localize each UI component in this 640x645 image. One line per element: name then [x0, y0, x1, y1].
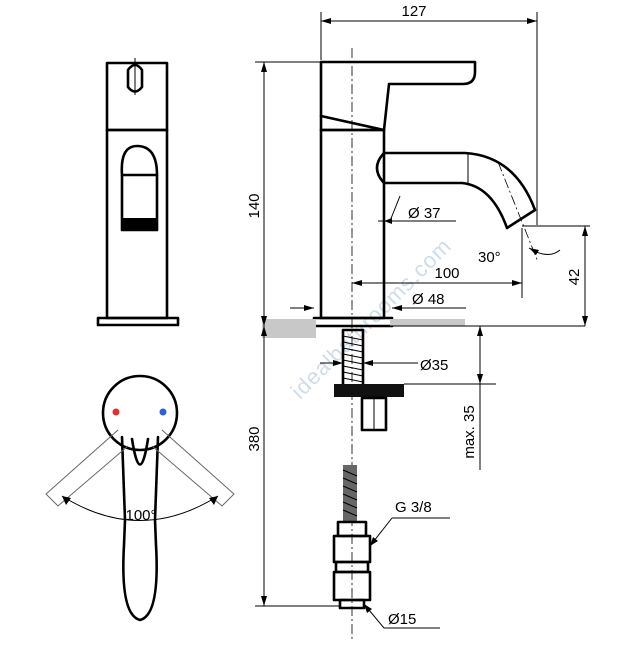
lever-left-position — [45, 429, 129, 507]
dimension-lines — [255, 12, 590, 629]
side-lever-joint — [319, 114, 386, 132]
deck-surface — [262, 319, 585, 338]
fixing-nut — [334, 384, 404, 397]
dim-d37-label: Ø 37 — [408, 205, 441, 222]
dim-d15-label: Ø15 — [388, 611, 416, 628]
front-lever-slot — [126, 63, 144, 93]
hot-indicator — [112, 408, 120, 416]
braided-hose — [343, 465, 357, 523]
dim-100-label: 100 — [434, 265, 459, 282]
cold-indicator — [159, 408, 167, 416]
lever-right-position — [151, 429, 235, 507]
front-spout-neck — [120, 144, 159, 177]
side-lever — [319, 60, 477, 132]
front-aerator — [122, 218, 157, 230]
top-body-circle — [101, 374, 179, 452]
top-lever-slot — [130, 437, 150, 466]
top-spout-outline — [120, 435, 160, 622]
connector-tail — [338, 598, 366, 610]
dim-380-label: 380 — [246, 426, 263, 451]
front-view — [96, 58, 180, 327]
dim-d35-label: Ø35 — [420, 357, 448, 374]
side-spout-collar — [375, 151, 386, 185]
deck-right — [390, 319, 465, 326]
side-view — [312, 48, 539, 640]
rotation-arrow-left — [62, 496, 71, 505]
hose-braid — [342, 469, 358, 517]
deck-left — [262, 319, 316, 338]
rotation-arc — [61, 495, 219, 521]
side-body — [319, 128, 386, 320]
side-spout — [382, 151, 537, 230]
shank-thread — [342, 335, 364, 383]
dim-140-label: 140 — [246, 193, 263, 218]
rotation-arrow-right — [209, 496, 218, 505]
dim-d48-label: Ø 48 — [412, 291, 445, 308]
dim-42-label: 42 — [566, 269, 583, 286]
front-lever-handle — [105, 61, 169, 132]
dim-g38-label: G 3/8 — [395, 499, 432, 516]
dim-max35-label: max. 35 — [461, 405, 478, 458]
front-base-plate — [96, 316, 180, 327]
under-deck-fixing — [332, 328, 404, 610]
top-view — [45, 374, 235, 622]
dim-30deg-label: 30° — [478, 249, 501, 266]
dim-127-label: 127 — [401, 3, 426, 20]
dimension-labels: 127 140 Ø 37 30° 100 42 Ø 48 Ø35 max. 35… — [125, 3, 583, 628]
dim-100deg-label: 100° — [125, 507, 156, 524]
